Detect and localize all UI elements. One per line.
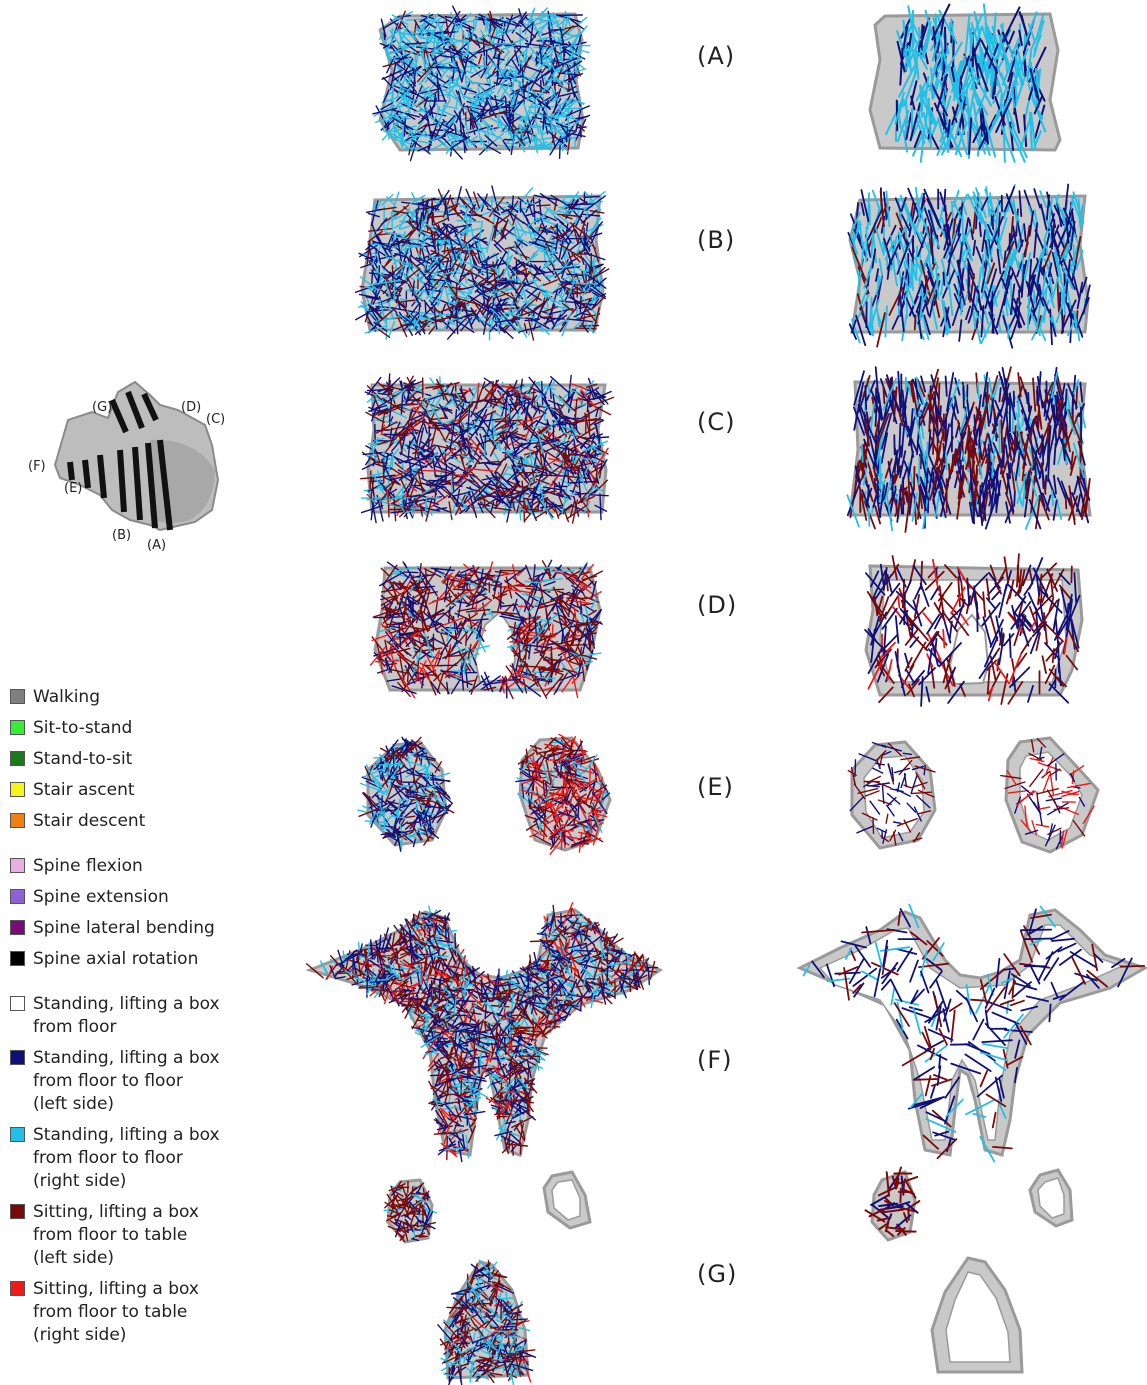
- trabecula-stroke: [962, 212, 963, 245]
- trabecula-stroke: [937, 410, 938, 438]
- trabecula-stroke: [943, 272, 944, 285]
- trabecula-stroke: [946, 376, 947, 395]
- trabecula-stroke: [1006, 379, 1007, 413]
- trabecula-stroke: [1043, 470, 1044, 488]
- trabecula-stroke: [383, 462, 384, 482]
- trabecula-stroke: [452, 252, 453, 266]
- trabecula-stroke: [549, 571, 575, 572]
- trabecula-stroke: [1024, 60, 1025, 76]
- trabecula-stroke: [426, 499, 427, 511]
- trabecula-stroke: [541, 80, 542, 91]
- trabecula-stroke: [978, 383, 979, 398]
- trabecula-stroke: [971, 28, 972, 48]
- trabecula-stroke: [948, 120, 949, 134]
- section-c-right: [847, 367, 1090, 532]
- trabecula-stroke: [1004, 438, 1005, 467]
- trabecula-stroke: [980, 223, 981, 237]
- trabecula-stroke: [590, 495, 608, 496]
- trabecula-stroke: [572, 283, 594, 284]
- trabecula-stroke: [482, 265, 496, 266]
- trabecula-stroke: [561, 418, 581, 419]
- trabecula-stroke: [931, 84, 932, 99]
- trabecula-stroke: [528, 88, 529, 101]
- trabecula-stroke: [456, 410, 457, 419]
- trabecula-stroke: [1028, 393, 1029, 412]
- trabecula-stroke: [966, 83, 967, 103]
- trabecula-stroke: [1038, 406, 1039, 429]
- trabecula-stroke: [516, 586, 533, 587]
- trabecula-stroke: [512, 196, 513, 209]
- trabecula-stroke: [516, 398, 517, 408]
- trabecula-stroke: [407, 404, 418, 405]
- trabecula-stroke: [862, 445, 863, 462]
- section-a-left: [373, 6, 590, 160]
- trabecula-stroke: [1014, 492, 1015, 506]
- trabecula-stroke: [854, 231, 855, 262]
- trabecula-stroke: [429, 427, 430, 450]
- trabecula-stroke: [914, 467, 915, 490]
- trabecula-stroke: [552, 625, 553, 635]
- trabecula-stroke: [447, 628, 462, 629]
- trabecula-stroke: [476, 600, 477, 610]
- trabecula-stroke: [393, 81, 394, 103]
- trabecula-stroke: [546, 422, 547, 432]
- section-b-left: [356, 186, 609, 340]
- trabecula-stroke: [412, 136, 425, 137]
- trabecula-stroke: [883, 387, 884, 403]
- trabecula-stroke: [568, 204, 593, 205]
- trabecula-stroke: [376, 462, 388, 463]
- trabecula-stroke: [1028, 296, 1029, 329]
- trabecula-stroke: [537, 205, 550, 206]
- section-d-left: [371, 560, 603, 698]
- trabecula-stroke: [974, 415, 975, 430]
- trabecula-stroke: [930, 129, 931, 147]
- trabecula-stroke: [487, 261, 488, 283]
- trabecula-stroke: [600, 494, 601, 520]
- trabecula-stroke: [922, 88, 923, 110]
- trabecula-stroke: [933, 420, 934, 454]
- trabecula-stroke: [961, 299, 962, 315]
- trabecula-stroke: [427, 497, 440, 498]
- trabecula-stroke: [375, 203, 376, 215]
- trabecula-stroke: [383, 115, 384, 130]
- trabecula-stroke: [584, 196, 599, 197]
- trabecula-stroke: [1052, 491, 1053, 505]
- section-a-right: [870, 4, 1060, 161]
- trabecula-stroke: [543, 232, 553, 233]
- trabecula-stroke: [549, 569, 550, 579]
- trabecula-stroke: [372, 271, 373, 284]
- trabecula-stroke: [423, 471, 447, 472]
- trabecula-stroke: [435, 130, 448, 131]
- section-c-left: [361, 374, 614, 523]
- trabecula-stroke: [993, 217, 994, 229]
- section-b-right: [848, 185, 1090, 348]
- trabecula-stroke: [393, 497, 419, 498]
- trabecula-stroke: [1001, 420, 1002, 453]
- trabecula-stroke: [432, 67, 458, 68]
- trabecula-stroke: [575, 138, 576, 148]
- trabecula-stroke: [445, 201, 446, 213]
- trabecula-stroke: [892, 392, 893, 407]
- trabecula-stroke: [468, 32, 469, 54]
- trabecula-stroke: [899, 424, 900, 450]
- trabecula-stroke: [404, 572, 418, 573]
- trabecula-stroke: [865, 386, 866, 410]
- trabecula-stroke: [859, 277, 860, 296]
- trabecula-stroke: [370, 471, 371, 489]
- trabecula-stroke: [526, 42, 527, 60]
- trabecula-stroke: [553, 422, 554, 442]
- trabecula-stroke: [567, 130, 576, 131]
- trabecula-stroke: [1015, 85, 1016, 99]
- trabecula-stroke: [987, 383, 988, 404]
- trabecula-stroke: [466, 635, 467, 645]
- trabecula-stroke: [404, 119, 405, 136]
- trabecula-stroke: [1048, 423, 1049, 443]
- trabecula-stroke: [544, 409, 545, 421]
- trabecula-stroke: [892, 476, 893, 501]
